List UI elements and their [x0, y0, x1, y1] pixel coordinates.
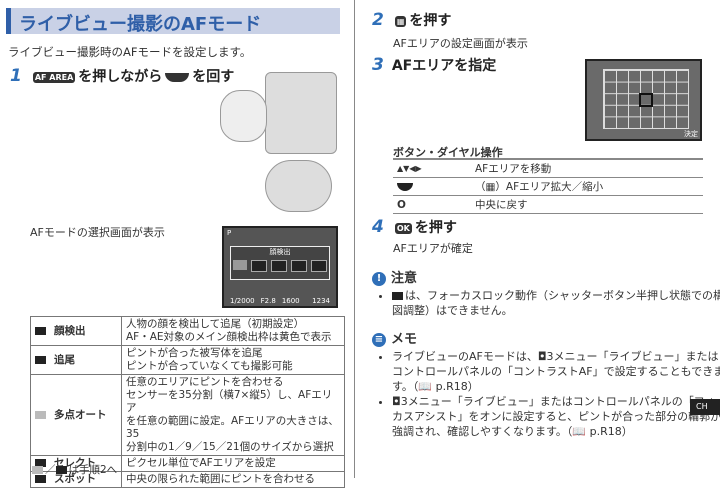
tracking-icon — [251, 260, 267, 272]
af-area-screen: 決定 — [585, 59, 702, 141]
memo-list: ライブビューのAFモードは、◘3メニュー「ライブビュー」またはコントロールパネル… — [372, 349, 720, 439]
caution-list: は、フォーカスロック動作（シャッターボタン半押し状態での構図調整）はできません。 — [372, 288, 720, 318]
table-row: （▦）AFエリア拡大／縮小 — [393, 177, 703, 196]
caution-heading: !注意 — [372, 267, 417, 286]
spot-icon — [311, 260, 327, 272]
step-2: 2▦を押す — [372, 10, 452, 30]
ok-label: 決定 — [684, 130, 698, 138]
ok-button-icon: OK — [394, 222, 412, 234]
dial-icon — [165, 72, 190, 82]
multi-auto-icon — [271, 260, 287, 272]
face-detect-icon — [233, 260, 247, 270]
af-mode-table: 顔検出人物の顔を検出して追尾（初期設定）AF・AE対象のメイン顔検出枠は黄色で表… — [30, 316, 345, 488]
table-row: 追尾ピントが合った被写体を追尾ピントが合っていなくても撮影可能 — [30, 345, 345, 375]
caution-icon: ! — [372, 271, 386, 286]
chapter-tab[interactable]: CH — [690, 399, 720, 415]
select-icon — [291, 260, 307, 272]
step1-note: AFモードの選択画面が表示 — [30, 226, 165, 239]
dial-callout — [265, 160, 332, 212]
step2-note: AFエリアの設定画面が表示 — [393, 37, 528, 50]
af-area-button-icon: AF AREA — [32, 71, 76, 83]
af-grid — [603, 69, 689, 129]
camera-illustration — [265, 72, 337, 154]
step4-note: AFエリアが確定 — [393, 242, 473, 255]
af-frame — [639, 93, 653, 107]
table-row: 顔検出人物の顔を検出して追尾（初期設定）AF・AE対象のメイン顔検出枠は黄色で表… — [30, 316, 345, 346]
footnote: ／は手順2へ — [32, 462, 117, 477]
memo-heading: ≡メモ — [372, 328, 417, 347]
table-row: 多点オート任意のエリアにピントを合わせるセンサーを35分割（横7×縦5）し、AF… — [30, 374, 345, 456]
table-row: ▲▼◀▶AFエリアを移動 — [393, 159, 703, 178]
intro-text: ライブビュー撮影時のAFモードを設定します。 — [8, 45, 252, 59]
page-title: ライブビュー撮影のAFモード — [6, 8, 340, 35]
af-area-button-callout — [220, 90, 267, 142]
dial-icon — [397, 182, 413, 191]
table-row: セレクトピクセル単位でAFエリアを設定 — [30, 455, 345, 472]
af-point-button-icon: ▦ — [394, 15, 407, 27]
memo-icon: ≡ — [372, 332, 386, 347]
column-divider — [354, 0, 355, 478]
af-mode-menu: 顔検出 — [230, 246, 330, 280]
ops-heading: ボタン・ダイヤル操作 — [393, 146, 503, 159]
